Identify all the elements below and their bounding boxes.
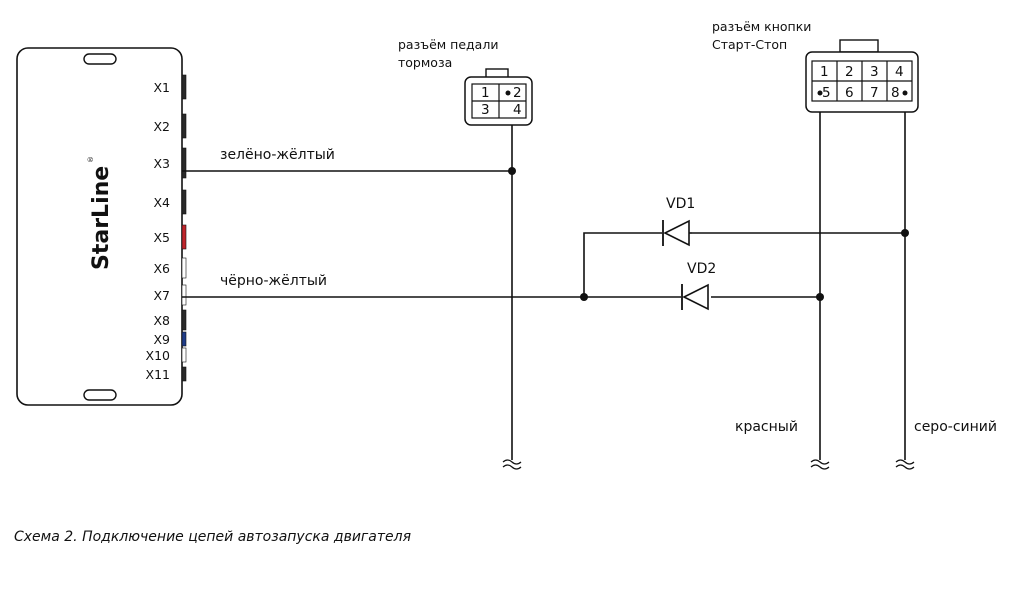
port-label-x10: X10 (146, 348, 171, 363)
startstop-pin-3: 3 (870, 64, 879, 80)
mount-slot-bottom (83, 389, 117, 401)
startstop-connector: разъём кнопки Старт-Стоп 1 2 3 4 5 6 7 8 (712, 19, 919, 113)
startstop-connector-title-2: Старт-Стоп (712, 37, 787, 52)
port-label-x9: X9 (153, 332, 170, 347)
port-label-x4: X4 (153, 195, 170, 210)
startstop-pin-8: 8 (891, 85, 900, 101)
wire-label-green-yellow: зелёно-жёлтый (220, 147, 335, 163)
wire-label-black-yellow: чёрно-жёлтый (220, 273, 327, 289)
port-connector-x3 (181, 147, 187, 179)
junction-vd1-grayblue (901, 229, 909, 237)
brake-pin-1: 1 (481, 85, 490, 101)
junctions (508, 167, 909, 301)
port-connector-x10 (181, 347, 187, 363)
port-label-x2: X2 (153, 119, 170, 134)
wire-label-gray-blue: серо-синий (914, 419, 997, 435)
junction-brake-x3 (508, 167, 516, 175)
startstop-pin-6: 6 (845, 85, 854, 101)
startstop-pin-4: 4 (895, 64, 904, 80)
port-label-x11: X11 (146, 367, 170, 382)
brake-pin-2: 2 (513, 85, 522, 101)
diode-vd1-label: VD1 (666, 196, 695, 212)
port-label-x6: X6 (153, 261, 170, 276)
brake-connector-title-1: разъём педали (398, 37, 498, 52)
figure-caption: Схема 2. Подключение цепей автозапуска д… (14, 529, 411, 545)
startstop-pin-8-dot (902, 90, 908, 96)
brake-connector: разъём педали тормоза 1 2 3 4 (398, 37, 533, 126)
port-connector-x2 (181, 113, 187, 139)
port-connector-x11 (181, 366, 187, 382)
mount-slot-top (83, 53, 117, 65)
startstop-connector-latch (839, 39, 879, 53)
brake-pin-4: 4 (513, 102, 522, 118)
wire-vd1-branch (583, 232, 905, 297)
port-label-x1: X1 (153, 80, 170, 95)
startstop-pin-7: 7 (870, 85, 879, 101)
brake-connector-title-2: тормоза (398, 55, 452, 70)
port-connector-x7 (181, 284, 187, 306)
wires (182, 92, 906, 460)
startstop-pin-5-dot (817, 90, 823, 96)
junction-vd1-left (580, 293, 588, 301)
port-connector-x1 (181, 74, 187, 100)
wire-break-brake (502, 459, 522, 470)
brand-registered-mark: ® (87, 156, 95, 163)
port-label-x5: X5 (153, 230, 170, 245)
wire-break-red (810, 459, 830, 470)
brake-pin-3: 3 (481, 102, 490, 118)
junction-vd2-red (816, 293, 824, 301)
port-label-x3: X3 (153, 156, 170, 171)
brand-logo: StarLine (89, 166, 114, 270)
port-connector-x9 (181, 331, 187, 347)
diode-vd1: VD1 (662, 196, 695, 247)
diode-vd2-symbol (682, 283, 709, 311)
diode-vd2: VD2 (681, 261, 716, 311)
startstop-pin-1: 1 (820, 64, 829, 80)
startstop-connector-title-1: разъём кнопки (712, 19, 811, 34)
port-label-x8: X8 (153, 313, 170, 328)
port-connector-x8 (181, 309, 187, 331)
port-label-x7: X7 (153, 288, 170, 303)
wire-break-gray-blue (895, 459, 915, 470)
diode-vd2-label: VD2 (687, 261, 716, 277)
wire-label-red: красный (735, 419, 798, 435)
port-connector-x5 (181, 224, 187, 250)
startstop-pin-5: 5 (822, 85, 831, 101)
port-connector-x4 (181, 189, 187, 215)
startstop-pin-2: 2 (845, 64, 854, 80)
port-connector-x6 (181, 257, 187, 279)
brake-pin-2-dot (505, 90, 511, 96)
